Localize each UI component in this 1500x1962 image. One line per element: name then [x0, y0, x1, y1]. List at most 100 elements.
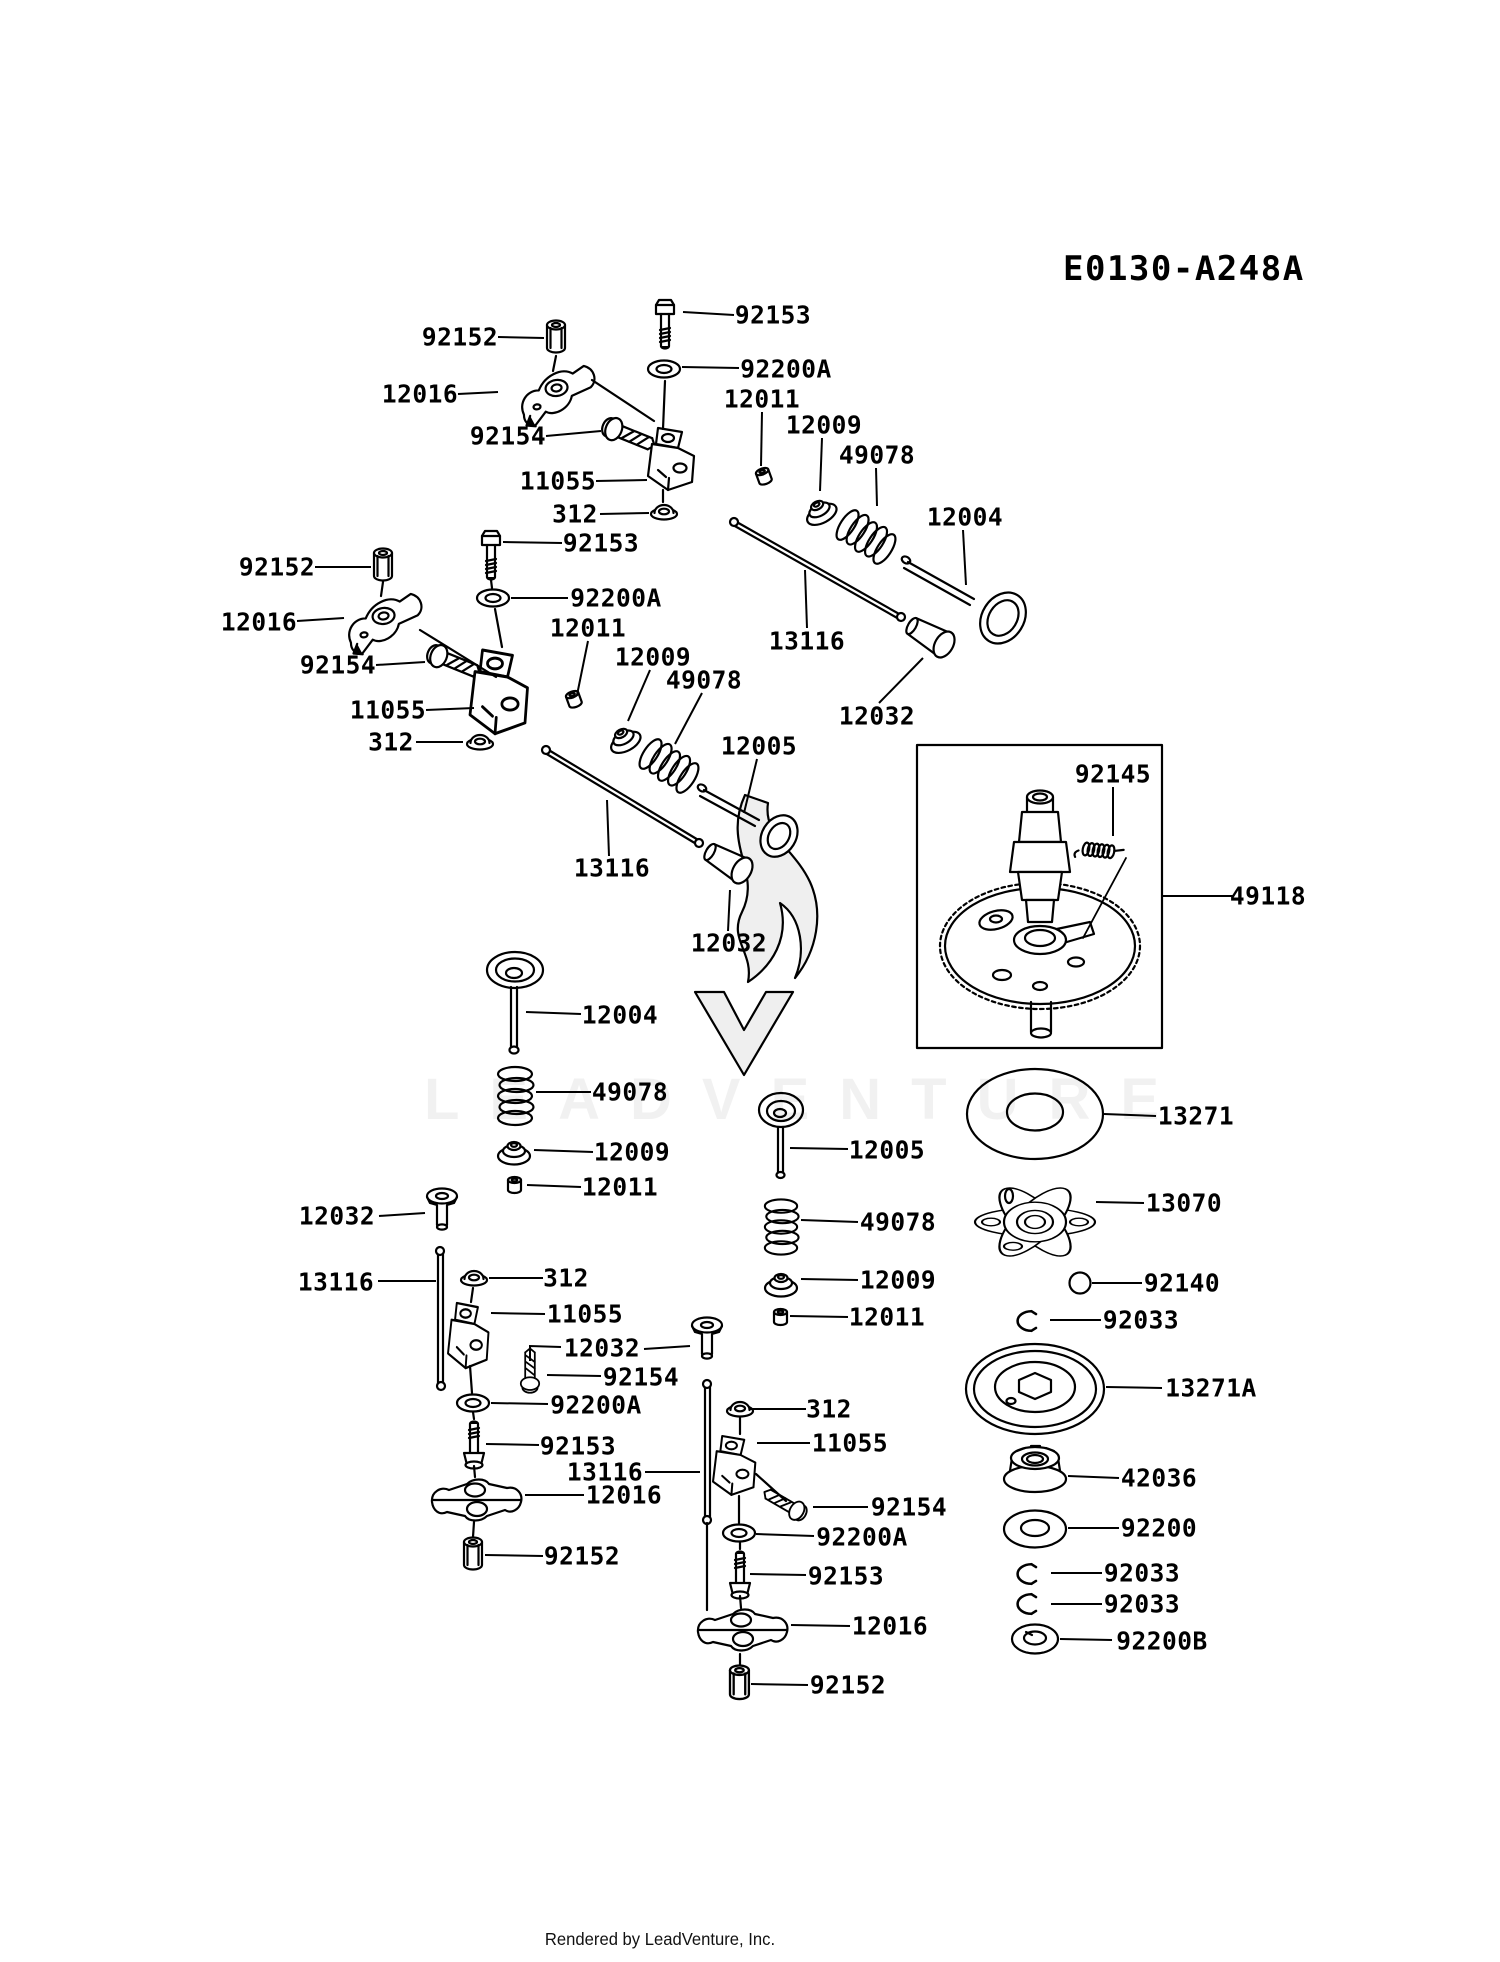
leader-line-92153	[682, 311, 735, 316]
part-callout-92033: 92033	[1103, 1589, 1181, 1619]
part-callout-312: 312	[806, 1394, 852, 1424]
part-callout-92033: 92033	[1102, 1305, 1180, 1335]
leader-line-92152	[497, 336, 545, 339]
part-callout-92153: 92153	[539, 1431, 617, 1461]
part-callout-13271A: 13271A	[1165, 1373, 1257, 1403]
leader-line-12011	[789, 1315, 849, 1318]
part-callout-13116: 13116	[297, 1267, 375, 1297]
part-callout-12016: 12016	[381, 379, 459, 409]
leader-line-12004	[962, 529, 967, 586]
part-callout-92200A: 92200A	[550, 1390, 642, 1420]
part-callout-12009: 12009	[593, 1137, 671, 1167]
leader-line-49078	[800, 1219, 859, 1223]
part-callout-92154: 92154	[299, 650, 377, 680]
part-callout-92145: 92145	[1074, 759, 1152, 789]
leader-line-12032	[529, 1344, 562, 1361]
leader-line-12005	[743, 758, 758, 814]
leader-line-12011	[526, 1184, 582, 1188]
part-callout-13271: 13271	[1157, 1101, 1235, 1131]
leader-line-12016	[457, 391, 499, 395]
leader-line-92153	[502, 541, 563, 544]
leadventure-logo-watermark	[693, 793, 819, 1077]
leader-line-12009	[533, 1149, 594, 1153]
leader-line-13271	[1103, 1113, 1157, 1117]
part-92200b-washer	[1010, 1623, 1060, 1655]
part-callout-11055: 11055	[349, 695, 427, 725]
part-42036-sleeve	[1002, 1444, 1068, 1494]
leader-line-12005	[789, 1147, 849, 1150]
leader-line-92200A	[681, 366, 740, 369]
part-callout-92200A: 92200A	[570, 583, 662, 613]
leader-line-13271A	[1105, 1386, 1163, 1389]
part-callout-12016: 12016	[220, 607, 298, 637]
leader-line-92153	[485, 1443, 540, 1446]
part-callout-92152: 92152	[543, 1541, 621, 1571]
part-callout-13070: 13070	[1145, 1188, 1223, 1218]
leader-line-11055	[595, 479, 648, 482]
camshaft-assembly-box	[915, 743, 1164, 1050]
part-callout-92154: 92154	[602, 1362, 680, 1392]
leader-line-12016	[790, 1624, 851, 1627]
assembly-lines-d	[705, 1415, 788, 1667]
part-13271a-plate	[964, 1342, 1106, 1436]
part-callout-12011: 12011	[581, 1172, 659, 1202]
part-callout-49118: 49118	[1229, 881, 1307, 911]
leader-line-92152	[484, 1554, 544, 1557]
part-13116-pushrod-a	[728, 516, 907, 623]
assembly-lines-a	[551, 354, 667, 504]
part-callout-12011: 12011	[848, 1302, 926, 1332]
leader-line-92200A	[755, 1533, 815, 1537]
part-callout-312: 312	[368, 727, 414, 757]
leader-line-11055	[425, 707, 475, 711]
part-callout-49078: 49078	[665, 665, 743, 695]
footer-credit: Rendered by LeadVenture, Inc.	[544, 1929, 776, 1949]
part-callout-49078: 49078	[591, 1077, 669, 1107]
leader-line-11055	[490, 1312, 546, 1315]
part-callout-42036: 42036	[1120, 1463, 1198, 1493]
part-callout-12009: 12009	[859, 1265, 937, 1295]
part-callout-12005: 12005	[848, 1135, 926, 1165]
part-49118-camshaft	[938, 789, 1142, 1039]
leader-line-12032	[378, 1212, 426, 1217]
leader-line-12032	[878, 657, 924, 704]
part-92145-spring	[1073, 841, 1127, 939]
part-callout-92152: 92152	[238, 552, 316, 582]
part-callout-12011: 12011	[549, 613, 627, 643]
leader-line-12004	[525, 1011, 582, 1015]
leader-line-312	[599, 512, 650, 515]
part-12005-valve-b	[696, 783, 799, 858]
part-callout-92140: 92140	[1143, 1268, 1221, 1298]
leader-line-92154	[375, 661, 426, 666]
part-callout-92152: 92152	[809, 1670, 887, 1700]
part-callout-49078: 49078	[859, 1207, 937, 1237]
leader-line-12009	[627, 669, 651, 722]
part-callout-12016: 12016	[851, 1611, 929, 1641]
leader-line-12009	[800, 1278, 859, 1281]
part-callout-12032: 12032	[690, 928, 768, 958]
part-callout-92154: 92154	[469, 421, 547, 451]
part-callout-12032: 12032	[298, 1201, 376, 1231]
leader-line-92200B	[1059, 1638, 1113, 1641]
part-92200-washer	[1002, 1509, 1068, 1549]
leader-line-92152	[750, 1683, 809, 1686]
part-callout-11055: 11055	[811, 1428, 889, 1458]
leader-line-92154	[545, 430, 602, 437]
leader-line-12011	[760, 411, 763, 467]
part-callout-12032: 12032	[838, 701, 916, 731]
part-callout-12005: 12005	[720, 731, 798, 761]
watermark-text: LEADVENTURE	[424, 1067, 1190, 1132]
part-callout-12016: 12016	[585, 1480, 663, 1510]
part-callout-12009: 12009	[614, 642, 692, 672]
part-callout-11055: 11055	[546, 1299, 624, 1329]
part-callout-12011: 12011	[723, 384, 801, 414]
leader-line-42036	[1067, 1475, 1120, 1479]
part-callout-92153: 92153	[807, 1561, 885, 1591]
part-callout-92154: 92154	[870, 1492, 948, 1522]
part-callout-12032: 12032	[563, 1333, 641, 1363]
part-callout-92200A: 92200A	[816, 1522, 908, 1552]
part-callout-92200B: 92200B	[1116, 1626, 1208, 1656]
part-callout-12004: 12004	[581, 1000, 659, 1030]
part-callout-312: 312	[543, 1263, 589, 1293]
